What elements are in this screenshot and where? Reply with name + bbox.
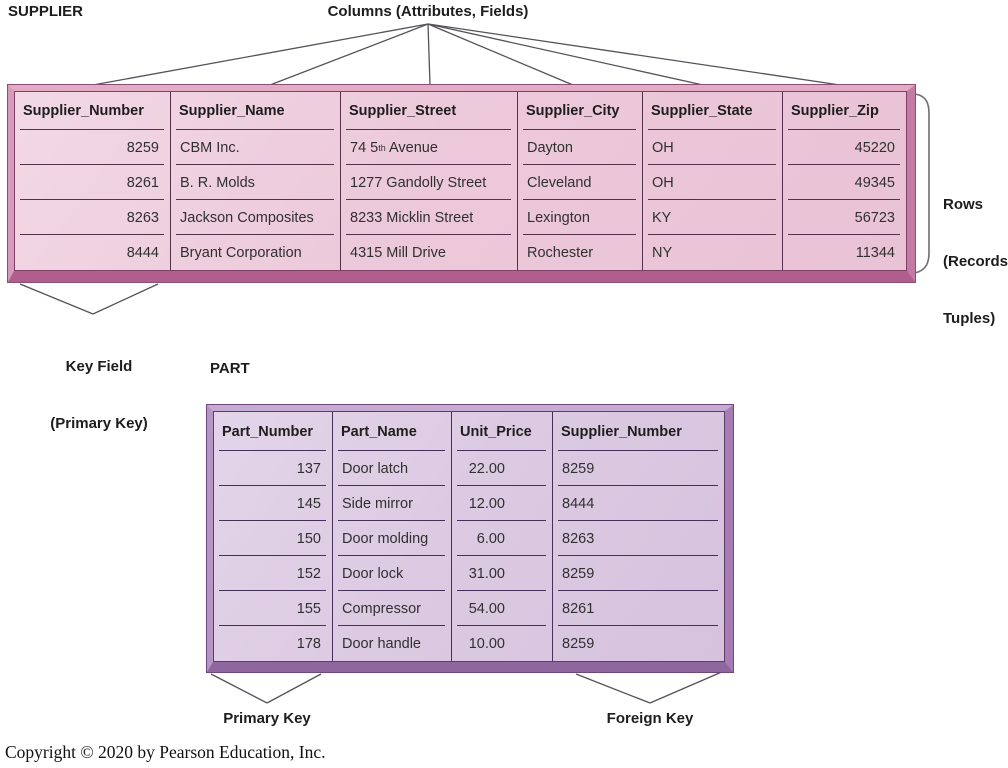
table-cell: 8444 [15, 235, 171, 270]
fan-line [427, 23, 431, 86]
supplier-table-grid: Supplier_Number Supplier_Name Supplier_S… [15, 92, 906, 270]
table-cell: Door latch [333, 451, 452, 487]
table-cell: Door handle [333, 626, 452, 661]
table-cell: 8259 [553, 556, 724, 592]
header-cell: Supplier_Number [15, 92, 171, 131]
table-cell: 178 [214, 626, 333, 661]
primary-key-annotation-label: Primary Key [223, 710, 311, 727]
table-cell: 4315 Mill Drive [341, 235, 518, 270]
table-cell: 56723 [783, 200, 906, 236]
supplier-table-frame: Supplier_Number Supplier_Name Supplier_S… [14, 91, 907, 271]
table-cell: 145 [214, 486, 333, 522]
table-cell: 8261 [15, 165, 171, 201]
table-cell: 8233 Micklin Street [341, 200, 518, 236]
part-table: Part_Number Part_Name Unit_Price Supplie… [207, 405, 733, 672]
table-cell: 45220 [783, 130, 906, 166]
table-cell: Compressor [333, 591, 452, 627]
header-cell: Supplier_City [518, 92, 643, 131]
table-cell: Jackson Composites [171, 200, 341, 236]
header-cell: Supplier_Zip [783, 92, 906, 131]
table-cell: KY [643, 200, 783, 236]
columns-annotation-label: Columns (Attributes, Fields) [327, 3, 529, 20]
fan-line [92, 23, 429, 86]
supplier-table: Supplier_Number Supplier_Name Supplier_S… [8, 85, 915, 282]
table-cell: 49345 [783, 165, 906, 201]
header-cell: Supplier_State [643, 92, 783, 131]
part-table-title: PART [210, 360, 250, 377]
table-cell: 8444 [553, 486, 724, 522]
fan-line [427, 23, 574, 86]
table-cell: B. R. Molds [171, 165, 341, 201]
table-cell: CBM Inc. [171, 130, 341, 166]
key-field-pointer [19, 283, 94, 315]
table-cell: 11344 [855, 244, 895, 261]
copyright-notice: Copyright © 2020 by Pearson Education, I… [5, 742, 326, 762]
table-cell: 22.00 [452, 451, 553, 487]
table-cell: 8259 [562, 635, 595, 652]
header-cell: Supplier_Street [341, 92, 518, 131]
header-cell: Part_Name [333, 412, 452, 452]
key-field-pointer [92, 283, 159, 315]
table-cell: 8261 [553, 591, 724, 627]
primary-key-pointer [210, 673, 268, 704]
header-cell: Unit_Price [452, 412, 553, 452]
table-cell: Bryant Corporation [171, 235, 341, 270]
table-cell: 54.00 [452, 591, 553, 627]
rows-annotation-label: Rows (Records, Tuples) [943, 196, 1008, 327]
supplier-table-title: SUPPLIER [8, 3, 84, 20]
table-cell: 152 [214, 556, 333, 592]
table-cell: Lexington [518, 200, 643, 236]
table-cell: Side mirror [333, 486, 452, 522]
foreign-key-pointer [575, 673, 651, 704]
table-cell: 6.00 [452, 521, 553, 557]
header-cell: Part_Number [214, 412, 333, 452]
table-cell: 137 [214, 451, 333, 487]
table-cell: 10.00 [452, 626, 553, 661]
part-table-frame: Part_Number Part_Name Unit_Price Supplie… [213, 411, 725, 662]
primary-key-pointer [266, 673, 322, 704]
table-cell: NY [643, 235, 783, 270]
table-cell: Cleveland [518, 165, 643, 201]
foreign-key-pointer [649, 670, 725, 704]
rows-brace [914, 93, 930, 274]
part-table-grid: Part_Number Part_Name Unit_Price Supplie… [214, 412, 724, 661]
table-cell: 8263 [15, 200, 171, 236]
table-cell: Door lock [333, 556, 452, 592]
table-cell: 12.00 [452, 486, 553, 522]
fan-line [269, 23, 429, 86]
header-cell: Supplier_Name [171, 92, 341, 131]
fan-line [427, 23, 841, 86]
table-cell: 155 [214, 591, 333, 627]
table-cell: 1277 Gandolly Street [341, 165, 518, 201]
table-cell: 8259 [553, 451, 724, 487]
key-field-annotation-label: Key Field (Primary Key) [50, 358, 148, 432]
foreign-key-annotation-label: Foreign Key [606, 710, 694, 727]
table-cell: 8263 [553, 521, 724, 557]
table-cell: 8259 [15, 130, 171, 166]
table-cell: OH [643, 165, 783, 201]
table-cell: OH [643, 130, 783, 166]
table-cell: 150 [214, 521, 333, 557]
table-cell: Dayton [518, 130, 643, 166]
header-cell: Supplier_Number [553, 412, 724, 452]
fan-line [427, 23, 704, 86]
table-cell: 31.00 [452, 556, 553, 592]
table-cell: Door molding [333, 521, 452, 557]
table-cell: Rochester [518, 235, 643, 270]
